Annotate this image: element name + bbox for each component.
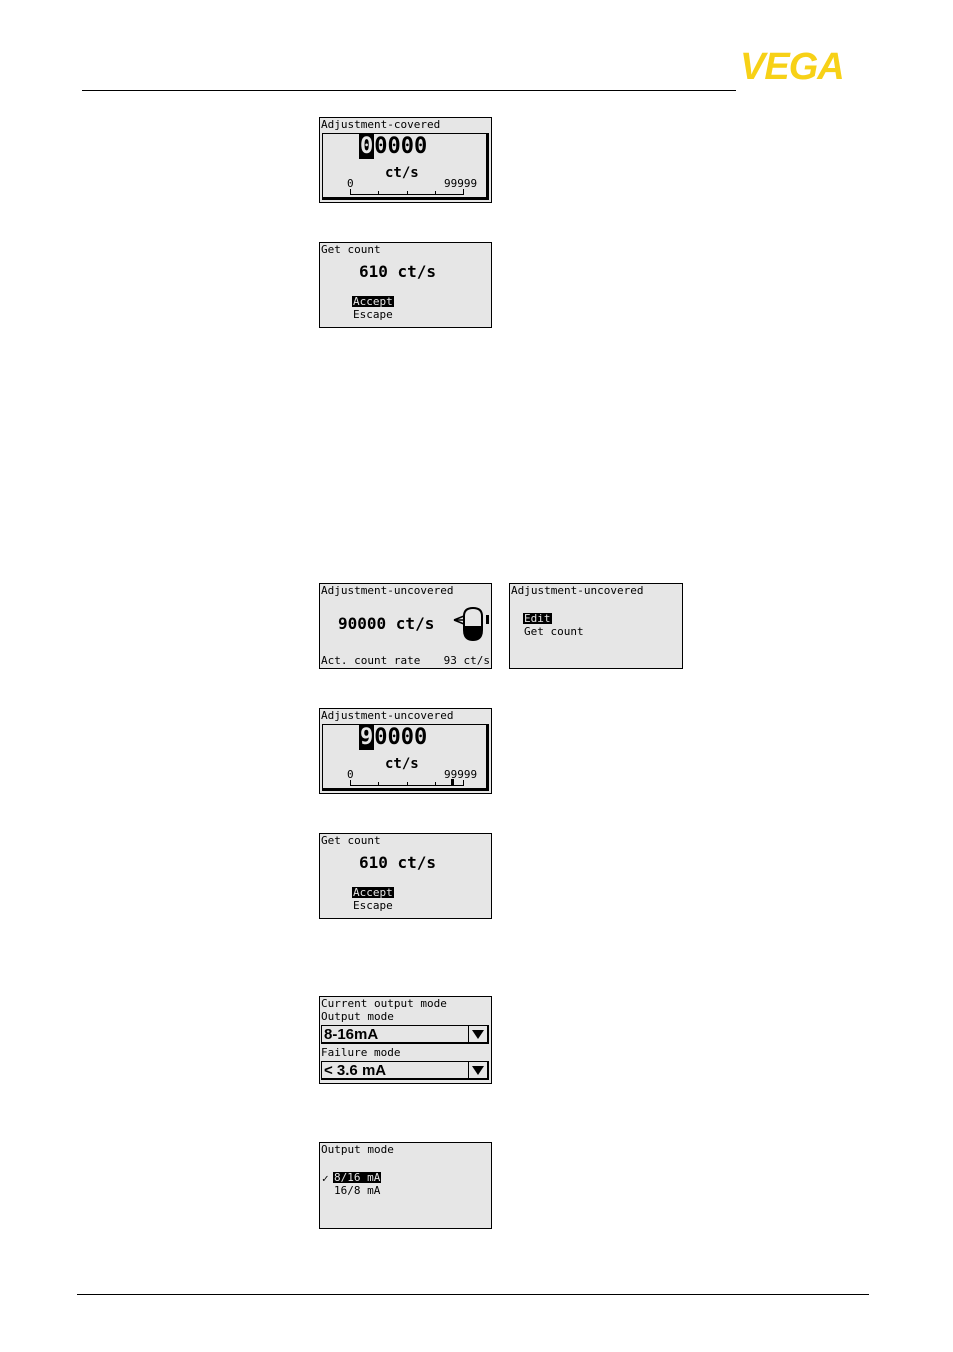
output-mode-value: 8-16mA xyxy=(324,1026,379,1043)
screen-title: Adjustment-uncovered xyxy=(321,709,454,722)
menu-accept[interactable]: Accept xyxy=(352,295,394,308)
scale-line xyxy=(350,785,464,786)
cursor-digit[interactable]: 0 xyxy=(359,134,375,159)
lcd-output-mode-select: Output mode ✓ 8/16 mA 16/8 mA xyxy=(319,1142,492,1229)
vega-logo: VEGA xyxy=(740,48,845,86)
output-mode-dropdown[interactable]: 8-16mA xyxy=(321,1025,489,1044)
menu-accept[interactable]: Accept xyxy=(352,886,394,899)
lcd-adjustment-uncovered-view: Adjustment-uncovered 90000 ct/s Act. cou… xyxy=(319,583,492,669)
scale-tick xyxy=(435,191,436,194)
option-8-16-ma[interactable]: 8/16 mA xyxy=(333,1171,382,1184)
lcd-get-count: Get count 610 ct/s Accept Escape xyxy=(319,242,492,328)
chevron-down-icon[interactable] xyxy=(468,1026,487,1043)
failure-mode-value: < 3.6 mA xyxy=(324,1062,387,1079)
failure-mode-label: Failure mode xyxy=(321,1046,401,1059)
option-16-8-ma[interactable]: 16/8 mA xyxy=(334,1184,381,1197)
lcd-adjustment-uncovered-edit: Adjustment-uncovered 90000 ct/s 0 99999 xyxy=(319,708,492,794)
scale-tick xyxy=(378,191,379,194)
screen-title: Get count xyxy=(321,243,381,256)
unit-label: ct/s xyxy=(385,165,419,181)
value-digits: 0000 xyxy=(374,134,428,159)
chevron-down-icon[interactable] xyxy=(468,1062,487,1079)
header-rule xyxy=(82,90,736,91)
screen-title: Adjustment-uncovered xyxy=(321,584,454,597)
count-value: 610 ct/s xyxy=(359,853,437,872)
value-digits: 0000 xyxy=(374,725,428,750)
screen-title: Get count xyxy=(321,834,381,847)
scale-tick xyxy=(463,189,464,194)
screen-title: Adjustment-covered xyxy=(321,118,441,131)
brand-text: VEGA xyxy=(740,46,845,88)
value-editor[interactable]: 00000 xyxy=(359,134,428,159)
count-value: 610 ct/s xyxy=(359,262,437,281)
screen-title: Current output mode xyxy=(321,997,447,1010)
scale-line xyxy=(350,194,464,195)
scale-min: 0 xyxy=(347,768,354,781)
failure-mode-dropdown[interactable]: < 3.6 mA xyxy=(321,1061,489,1080)
count-value: 90000 ct/s xyxy=(338,614,435,633)
lcd-adjustment-covered-edit: Adjustment-covered 00000 ct/s 0 99999 xyxy=(319,117,492,203)
screen-title: Output mode xyxy=(321,1143,394,1156)
scale-max: 99999 xyxy=(444,177,478,190)
lcd-adjustment-uncovered-menu: Adjustment-uncovered Edit Get count xyxy=(509,583,683,669)
cursor-digit[interactable]: 9 xyxy=(359,725,375,750)
footer-rule xyxy=(77,1294,869,1295)
scale-tick xyxy=(378,782,379,785)
scale-tick xyxy=(463,780,464,785)
scale-tick xyxy=(350,189,351,194)
edit-frame: 90000 ct/s 0 99999 xyxy=(322,724,489,791)
value-editor[interactable]: 90000 xyxy=(359,725,428,750)
menu-get-count[interactable]: Get count xyxy=(524,625,584,638)
lcd-current-output-mode: Current output mode Output mode 8-16mA F… xyxy=(319,996,492,1084)
scale-max: 99999 xyxy=(444,768,478,781)
scale-tick xyxy=(407,782,408,785)
scale-marker xyxy=(450,779,454,785)
scale-tick xyxy=(435,782,436,785)
scale-min: 0 xyxy=(347,177,354,190)
screen-title: Adjustment-uncovered xyxy=(511,584,644,597)
scale-tick xyxy=(350,780,351,785)
menu-escape[interactable]: Escape xyxy=(353,308,393,321)
act-count-value: 93 ct/s xyxy=(443,654,490,667)
vessel-icon xyxy=(453,606,489,642)
menu-escape[interactable]: Escape xyxy=(353,899,393,912)
output-mode-label: Output mode xyxy=(321,1010,394,1023)
menu-edit[interactable]: Edit xyxy=(523,612,552,625)
scale-tick xyxy=(407,191,408,194)
check-icon: ✓ xyxy=(322,1172,329,1185)
lcd-get-count-2: Get count 610 ct/s Accept Escape xyxy=(319,833,492,919)
act-count-label: Act. count rate xyxy=(321,654,421,667)
edit-frame: 00000 ct/s 0 99999 xyxy=(322,133,489,200)
unit-label: ct/s xyxy=(385,756,419,772)
